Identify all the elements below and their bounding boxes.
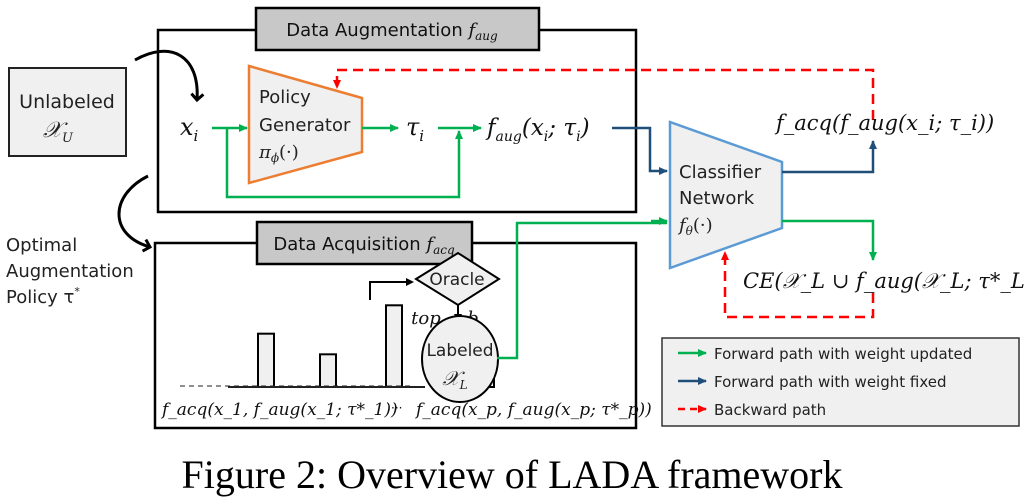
data-augmentation-module: Data Augmentation faug [156,6,638,214]
acquisition-score-bar [257,332,275,388]
optimal-policy-arrow [117,174,150,247]
tau-i: τi [406,113,424,145]
classifier-to-ce-arrow [782,219,877,261]
sample-arrow [134,49,197,100]
augmented-output-expr: faug(xi; τi) [485,115,590,145]
policy-generator-node: Policy Generator πϕ(·) [247,64,364,185]
classifier-to-acq-arrow [782,140,877,174]
classifier-label-line1: Classifier [679,162,762,183]
acquisition-score-expr: f_acq(f_aug(x_i; τ_i)) [774,111,994,135]
classifier-symbol: fθ(·) [677,215,713,238]
xi-bypass-arrow [225,128,463,199]
last-sample-score-label: f_acq(x_p, f_aug(x_p; τ*_p)) [414,400,652,420]
policy-symbol: πϕ(·) [258,142,299,165]
classifier-label-line2: Network [679,188,755,209]
policy-label-line1: Policy [259,87,311,108]
data-acquisition-module: Data Acquisition facq [153,220,638,430]
labeled-label: Labeled [426,341,493,361]
augmentation-title: Data Augmentation faug [286,20,498,43]
first-sample-score-label: f_acq(x_1, f_aug(x_1; τ*_1)) [160,400,398,420]
figure-caption: Figure 2: Overview of LADA framework [182,452,843,497]
acquisition-title: Data Acquisition facq [273,234,455,257]
acquisition-score-bar [385,304,403,388]
oracle-node: Oracle [414,251,501,307]
optimal-policy-line2: Augmentation [6,261,134,282]
input-sample-xi: xi [180,113,199,145]
labeled-pool-node: Labeled 𝒳L [421,315,499,403]
topb-to-oracle-arrow [369,278,414,300]
optimal-policy-line1: Optimal [6,235,77,256]
acquisition-score-bar [319,353,337,389]
labeled-to-classifier-path [497,221,667,360]
backward-to-policy-arrow [333,68,875,120]
classifier-network-node: Classifier Network fθ(·) [668,120,784,270]
optimal-policy-label: Optimal Augmentation Policy τ* [6,235,134,308]
legend-item-forward-fixed: Forward path with weight fixed [714,373,947,391]
axis-ellipsis: ··· [391,401,402,415]
unlabeled-label: Unlabeled [19,91,115,113]
legend-item-forward-updated: Forward path with weight updated [714,345,972,363]
legend: Forward path with weight updated Forward… [661,337,1020,427]
legend-item-backward: Backward path [714,401,826,419]
unlabeled-pool-node: Unlabeled 𝒳U [8,67,127,157]
oracle-label: Oracle [429,270,484,290]
optimal-policy-line3: Policy τ* [6,285,80,308]
cross-entropy-expr: CE(𝒳_L ∪ f_aug(𝒳_L; τ*_L)) [743,269,1024,293]
backward-to-classifier-arrow [721,251,875,319]
policy-label-line2: Generator [259,115,351,136]
faug-to-classifier-arrow [612,126,668,175]
